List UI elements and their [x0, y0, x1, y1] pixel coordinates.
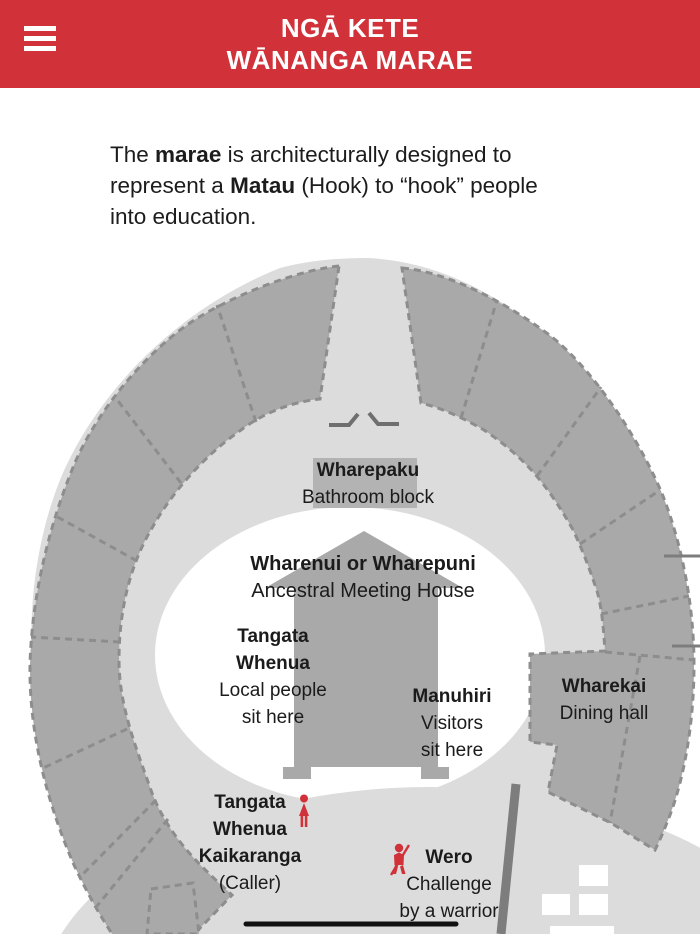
- female-figure-icon: [299, 794, 309, 827]
- page-title-line2: WĀNANGA MARAE: [226, 45, 474, 75]
- page-title-line1: NGĀ KETE: [280, 13, 420, 43]
- left-bottom-block: [145, 881, 201, 934]
- wharepaku-building: [313, 458, 417, 508]
- app-header: NGĀ KETE WĀNANGA MARAE: [0, 0, 700, 88]
- wharepaku-label: Wharepaku Bathroom block: [301, 460, 435, 508]
- left-band-dividers: [30, 304, 258, 907]
- kaikaranga-label: Tangata Whenua Kaikaranga (Caller): [198, 792, 302, 894]
- page-title: NGĀ KETE WĀNANGA MARAE: [0, 12, 700, 76]
- path-pole-bar: [496, 783, 521, 934]
- tangata-whenua-label: Tangata Whenua Local people sit here: [219, 626, 327, 728]
- intro-paragraph: The marae is architecturally designed to…: [110, 139, 568, 232]
- gateway-notch-marks: [329, 411, 399, 427]
- bottom-right-white-squares: [542, 865, 614, 934]
- right-seating-band: [400, 266, 696, 853]
- wharenui-building: [265, 531, 463, 779]
- intro-text-1: The: [110, 141, 156, 167]
- left-seating-band: [28, 264, 341, 934]
- intro-text-3: (Hook) to “hook” people into education.: [110, 172, 538, 229]
- wharenui-label: Wharenui or Wharepuni Ancestral Meeting …: [250, 553, 476, 602]
- wharekai-label: Wharekai Dining hall: [559, 676, 649, 724]
- right-leader-lines: [664, 554, 700, 648]
- wero-label: Wero Challenge by a warrior: [399, 847, 499, 922]
- hamburger-menu-icon[interactable]: [24, 22, 60, 58]
- intro-text-2: is architecturally designed to represent…: [110, 141, 512, 198]
- intro-bold-matau: Matau: [230, 172, 296, 198]
- intro-bold-marae: marae: [155, 141, 222, 167]
- warrior-figure-icon: [389, 843, 411, 876]
- right-band-dividers: [459, 299, 695, 824]
- manuhiri-label: Manuhiri Visitors sit here: [412, 686, 492, 761]
